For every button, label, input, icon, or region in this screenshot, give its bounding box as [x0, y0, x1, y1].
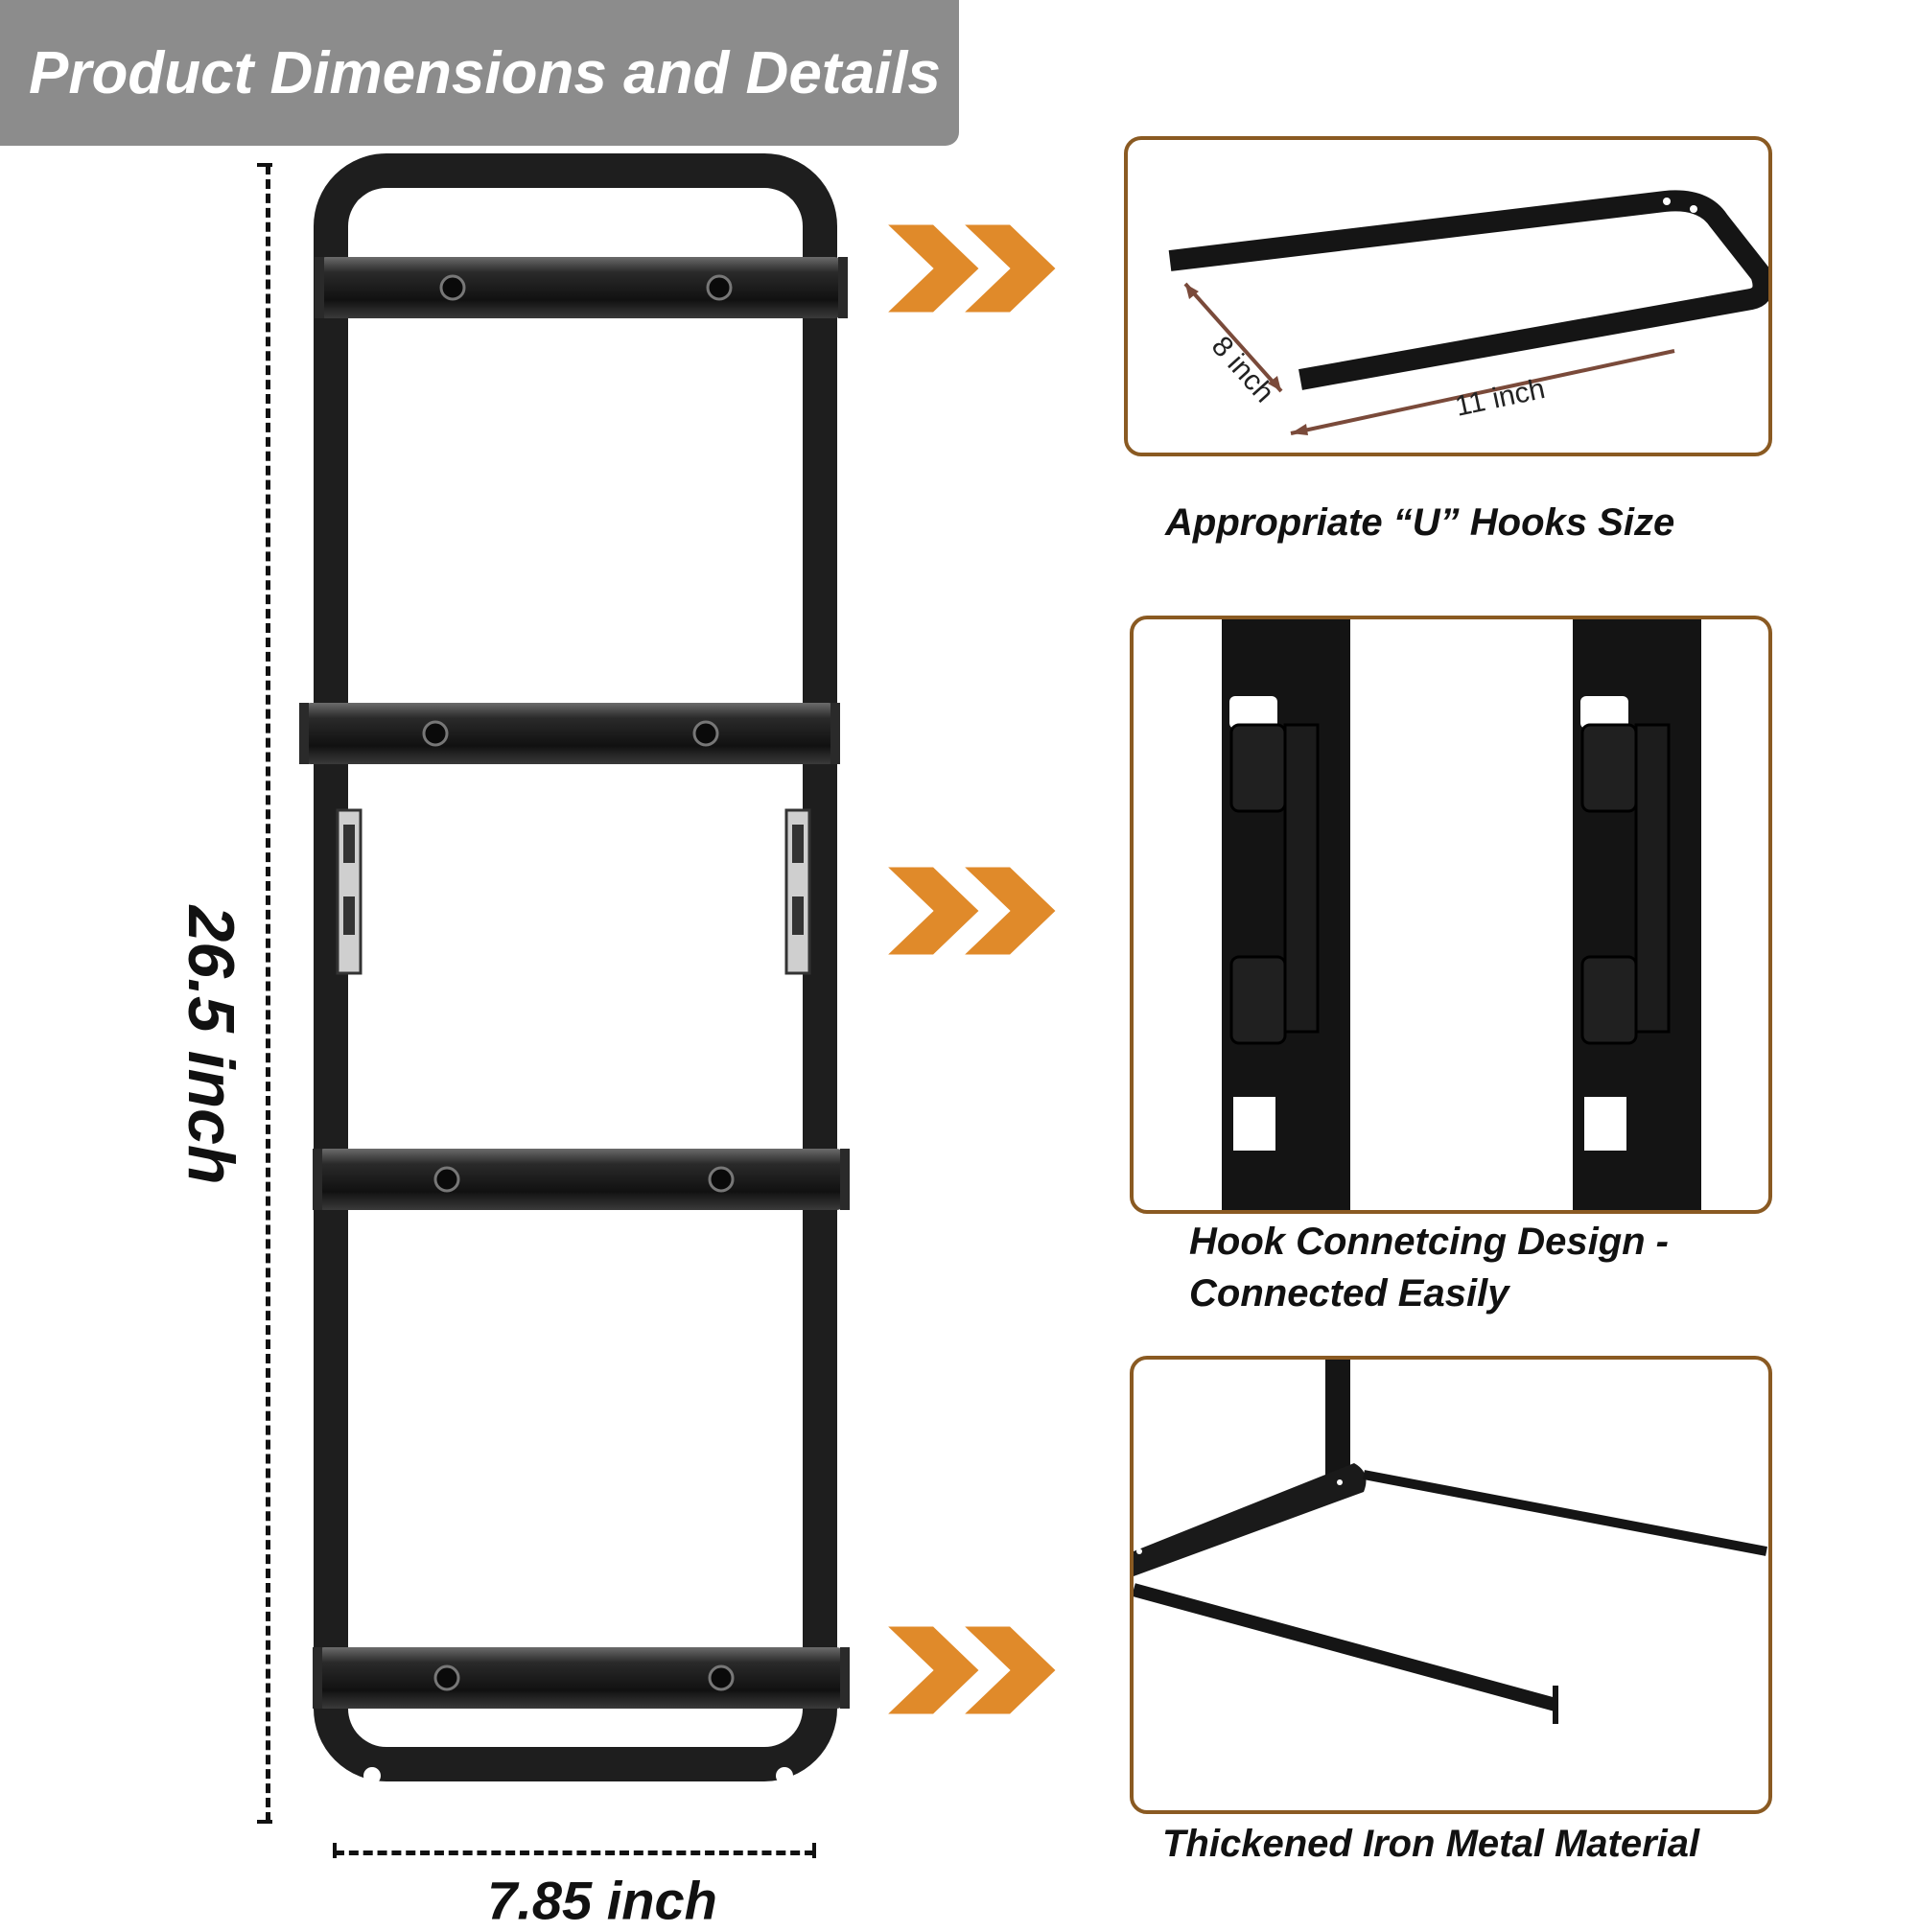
frame-corner [1134, 1463, 1367, 1576]
material-image [1134, 1360, 1767, 1724]
mount-hole-icon [778, 198, 795, 215]
dim-label-8-inch: 8 inch [1205, 331, 1280, 409]
material-panel [1130, 1356, 1772, 1814]
width-dimension-cap-right [812, 1843, 816, 1858]
width-dimension-line [335, 1851, 814, 1855]
width-dimension-cap-left [333, 1843, 337, 1858]
dim-label-11-inch: 11 inch [1453, 373, 1548, 423]
hook-arm-top [1363, 1470, 1767, 1556]
double-chevron-right-icon [876, 862, 1063, 960]
height-dimension-cap-bottom [257, 1820, 272, 1824]
mount-hole-icon [363, 1767, 381, 1784]
u-hook-caption: Appropriate “U” Hooks Size [1165, 501, 1675, 544]
hook-bar-3 [313, 1149, 850, 1210]
hook-connecting-panel [1130, 616, 1772, 1214]
u-hook-shape [1168, 190, 1768, 390]
hook-connecting-caption: Hook Connetcing Design - Connected Easil… [1189, 1216, 1669, 1319]
height-dimension-cap-top [257, 163, 272, 167]
height-dimension-label: 26.5 inch [175, 905, 247, 1185]
connector-strip-right [1573, 619, 1701, 1210]
u-hook-image: 8 inch 11 inch [1168, 190, 1768, 435]
frame-upright [1325, 1360, 1350, 1482]
rack-image [299, 153, 850, 1784]
hook-connecting-caption-line1: Hook Connetcing Design - [1189, 1221, 1669, 1263]
dim-arrow-long [1290, 349, 1675, 435]
hook-connecting-caption-line2: Connected Easily [1189, 1272, 1509, 1315]
hook-bar-4 [313, 1647, 850, 1709]
hook-bar-1 [315, 257, 848, 318]
hook-arm-bottom [1134, 1583, 1557, 1711]
rack-frame [314, 153, 837, 1781]
material-caption: Thickened Iron Metal Material [1162, 1823, 1700, 1865]
height-dimension-line [266, 165, 270, 1822]
mount-hole-icon [356, 198, 373, 215]
width-dimension-label: 7.85 inch [487, 1870, 717, 1931]
dim-arrow-short [1183, 282, 1283, 393]
double-chevron-right-icon [876, 220, 1063, 317]
connector-strip-left [1222, 619, 1350, 1210]
u-hook-size-panel: 8 inch 11 inch [1124, 136, 1772, 456]
double-chevron-right-icon [876, 1621, 1063, 1719]
mount-hole-icon [776, 1767, 793, 1784]
title-banner: Product Dimensions and Details [0, 0, 959, 146]
hook-bar-2 [299, 703, 840, 764]
hook-connector-image [1222, 619, 1701, 1210]
page-title: Product Dimensions and Details [29, 39, 941, 106]
